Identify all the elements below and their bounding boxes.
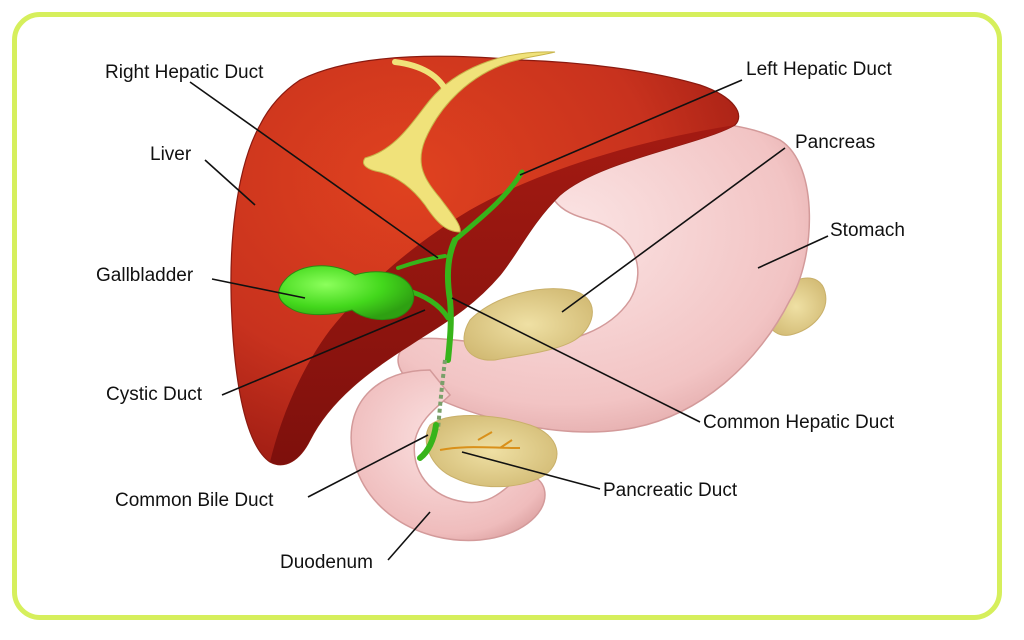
label-pancreatic-duct: Pancreatic Duct xyxy=(603,480,738,501)
label-duodenum: Duodenum xyxy=(280,552,373,573)
duodenum-shape xyxy=(350,369,546,542)
label-gallbladder: Gallbladder xyxy=(96,265,194,286)
common-hepatic-duct-shape xyxy=(444,237,458,363)
label-stomach: Stomach xyxy=(830,220,905,241)
label-cystic-duct: Cystic Duct xyxy=(106,384,203,405)
leader-pancreatic-duct xyxy=(461,451,601,490)
falciform-ligament-shape xyxy=(363,51,556,233)
ligament-strand-shape xyxy=(392,59,451,98)
label-right-hepatic-duct: Right Hepatic Duct xyxy=(105,62,264,83)
pancreas-body-shape xyxy=(463,288,593,361)
leader-left-hepatic-duct xyxy=(519,79,743,176)
left-hepatic-duct-shape xyxy=(452,169,525,243)
leader-stomach xyxy=(757,235,829,269)
leader-gallbladder xyxy=(211,278,306,299)
gallbladder-shape xyxy=(278,265,415,321)
label-common-bile-duct: Common Bile Duct xyxy=(115,490,274,511)
leader-right-hepatic-duct xyxy=(189,81,439,259)
leader-common-bile-duct xyxy=(307,434,429,498)
label-liver: Liver xyxy=(150,144,192,165)
leader-cystic-duct xyxy=(221,309,426,396)
label-pancreas: Pancreas xyxy=(795,132,875,153)
label-common-hepatic-duct: Common Hepatic Duct xyxy=(703,412,895,433)
right-hepatic-duct-shape xyxy=(396,254,447,270)
leader-common-hepatic-duct xyxy=(451,297,701,423)
common-bile-duct-end-shape xyxy=(417,422,439,461)
label-left-hepatic-duct: Left Hepatic Duct xyxy=(746,59,892,80)
leader-liver xyxy=(204,159,256,206)
leader-lines xyxy=(189,79,829,561)
leader-duodenum xyxy=(387,511,431,561)
common-bile-duct-dashed-shape xyxy=(436,359,447,431)
leader-pancreas xyxy=(561,147,786,313)
pancreatic-duct-shape xyxy=(439,431,521,451)
